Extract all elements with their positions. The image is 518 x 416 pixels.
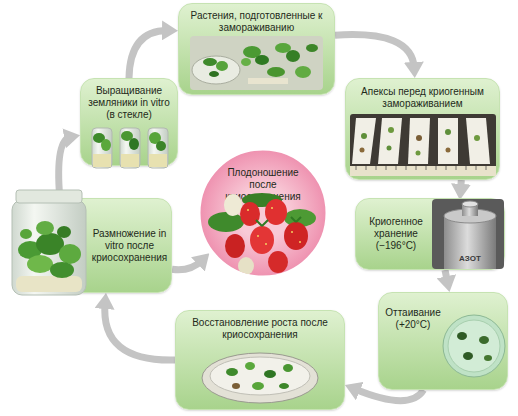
node-text: Растения, подготовленные к замораживанию — [185, 10, 328, 34]
text-area: Растения, подготовленные к замораживанию — [179, 4, 334, 94]
flow-arrow — [445, 270, 448, 282]
node-text: Выращивание земляники in vitro (в стекле… — [85, 85, 173, 121]
flow-arrow — [172, 260, 202, 270]
process-box: Апексы перед криогенным замораживанием — [345, 78, 500, 180]
circle-shape — [198, 148, 328, 278]
node-text: Криогенное хранение (−196°C) — [362, 216, 430, 252]
flow-arrow — [105, 303, 175, 360]
text-area: Выращивание земляники in vitro (в стекле… — [81, 79, 177, 165]
process-box: Размножение in vitro после криосохранени… — [40, 198, 172, 293]
node-text: Восстановление роста после криосохранени… — [182, 317, 338, 341]
node-text: Размножение in vitro после криосохранени… — [91, 228, 168, 264]
circle-outline — [195, 145, 331, 281]
node-text: Апексы перед криогенным замораживанием — [352, 86, 493, 110]
jar-photo-part — [18, 241, 42, 259]
process-box: Оттаивание (+20°C) — [378, 292, 508, 390]
node-text: Плодоношение после криосохранения — [213, 167, 313, 203]
text-area: Криогенное хранение (−196°C) — [356, 199, 504, 269]
process-box: Криогенное хранение (−196°C) — [355, 198, 505, 270]
text-area: Оттаивание (+20°C) — [379, 293, 507, 389]
text-area: Размножение in vitro после криосохранени… — [41, 199, 171, 292]
process-box: Выращивание земляники in vitro (в стекле… — [80, 78, 178, 166]
flow-arrow — [129, 30, 168, 78]
process-box: Растения, подготовленные к замораживанию — [178, 3, 335, 95]
flow-arrow — [457, 180, 465, 190]
flow-arrow — [335, 35, 414, 68]
jar-photo-part — [20, 229, 32, 239]
process-box: Восстановление роста после криосохранени… — [175, 310, 345, 410]
text-area: Апексы перед криогенным замораживанием — [346, 79, 499, 179]
flow-arrow — [59, 137, 71, 198]
node-text: Оттаивание (+20°C) — [385, 307, 441, 331]
result-circle: Плодоношение после криосохранения — [195, 145, 331, 281]
text-area: Плодоношение после криосохранения — [195, 145, 331, 281]
text-area: Восстановление роста после криосохранени… — [176, 311, 344, 409]
flow-arrow — [354, 389, 423, 401]
tank-label: АЗОТ — [453, 254, 487, 264]
